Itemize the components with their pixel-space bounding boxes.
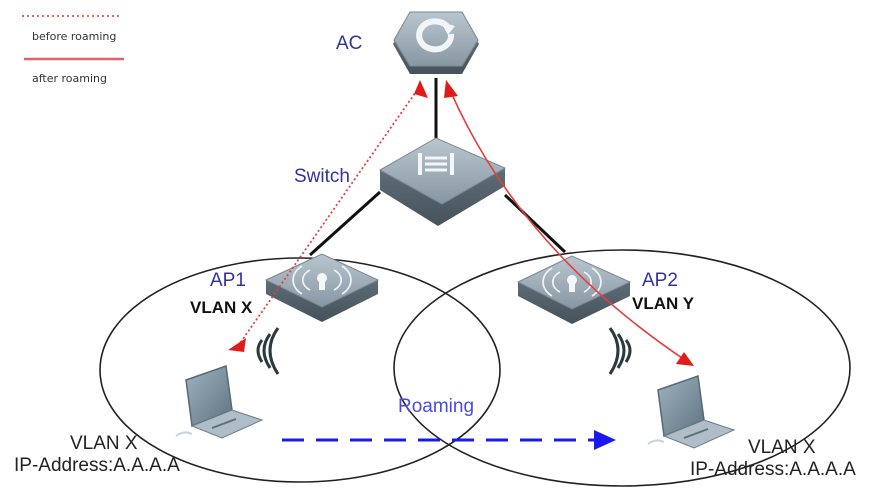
ac-controller-icon xyxy=(393,11,479,74)
roaming-arrowhead xyxy=(594,430,616,450)
before-roaming-path xyxy=(237,85,421,347)
ac-label: AC xyxy=(336,33,363,54)
before-roaming-arrowhead-client xyxy=(228,338,246,352)
wireless-signal-icon-right xyxy=(608,327,632,375)
legend xyxy=(22,15,124,61)
laptop-icon-left xyxy=(175,364,264,439)
left-client-vlan: VLAN X xyxy=(70,433,138,454)
ap2-coverage-area xyxy=(393,249,851,487)
left-client-ip: IP-Address:A.A.A.A xyxy=(14,455,180,476)
laptop-icon-right xyxy=(647,374,736,449)
roaming-label: Roaming xyxy=(398,396,475,417)
switch-icon xyxy=(378,137,507,226)
switch-label: Switch xyxy=(294,166,350,187)
after-roaming-arrowhead-ac xyxy=(444,80,458,98)
link-switch-ap1 xyxy=(308,190,382,257)
wireless-signal-icon-left xyxy=(256,327,280,375)
legend-before-label: before roaming xyxy=(32,30,117,43)
ap1-device xyxy=(264,253,380,322)
link-switch-ap2 xyxy=(503,193,567,254)
before-roaming-arrowhead-ac xyxy=(414,80,428,98)
ap2-device xyxy=(516,255,632,324)
ap2-label: AP2 xyxy=(642,270,678,291)
ap1-vlan-label: VLAN X xyxy=(190,298,253,317)
right-client-ip: IP-Address:A.A.A.A xyxy=(690,459,856,480)
ap1-label: AP1 xyxy=(210,270,246,291)
ap2-vlan-label: VLAN Y xyxy=(632,294,695,313)
after-roaming-path xyxy=(449,89,689,363)
right-client-vlan: VLAN X xyxy=(748,437,816,458)
after-roaming-arrowhead-client xyxy=(676,352,694,366)
legend-after-label: after roaming xyxy=(32,72,107,85)
ap1-coverage-area xyxy=(99,257,501,483)
